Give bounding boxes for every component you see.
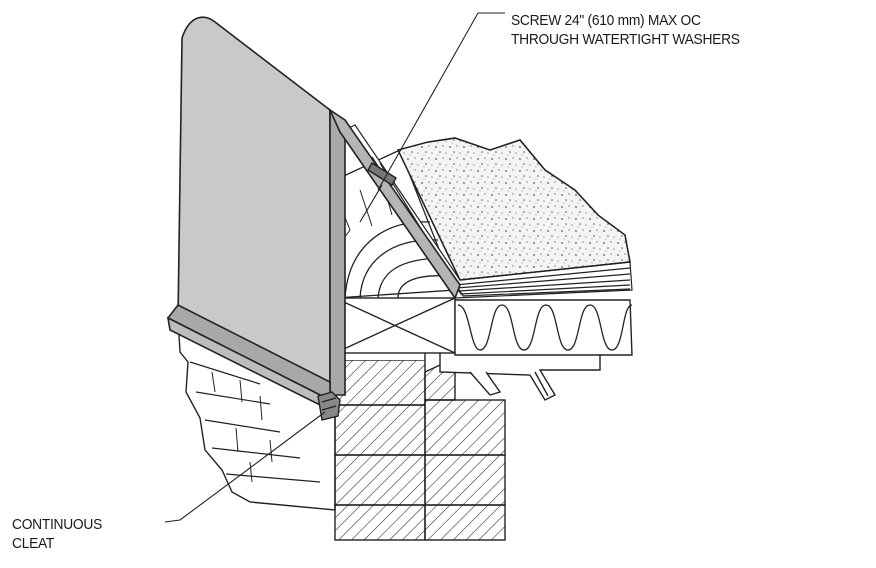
screw-callout-line1: SCREW 24" (610 mm) MAX OC [511,12,701,29]
roof-insulation [397,137,631,281]
metal-flashing [166,16,461,412]
steel-support [439,351,601,401]
cleat-callout-line1: CONTINUOUS [12,516,103,533]
cleat-callout-label: CONTINUOUS CLEAT [12,515,102,553]
screw-callout-label: SCREW 24" (610 mm) MAX OC THROUGH WATERT… [511,11,740,49]
metal-deck [454,299,633,356]
continuous-cleat [317,391,341,421]
cleat-callout-line2: CLEAT [12,535,55,552]
screw-callout-line2: THROUGH WATERTIGHT WASHERS [511,31,740,48]
masonry-blocks [334,351,506,541]
wood-nailer [334,297,456,354]
leader-lines [164,12,505,523]
